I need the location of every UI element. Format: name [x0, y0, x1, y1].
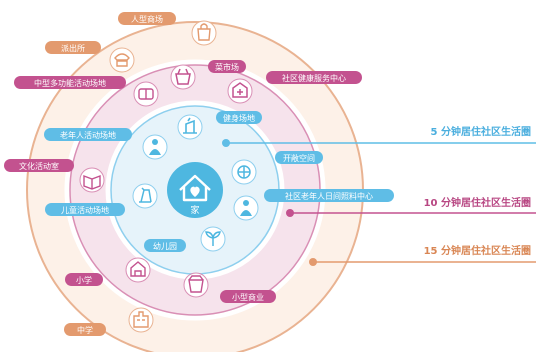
home-center: 家	[167, 162, 223, 218]
ring-5-label: 5 分钟居住社区生活圈	[431, 125, 531, 138]
svg-text:文化活动室: 文化活动室	[19, 161, 59, 171]
sports-ground-icon	[138, 88, 154, 100]
svg-text:菜市场: 菜市场	[215, 62, 239, 72]
svg-text:中型多功能活动场地: 中型多功能活动场地	[34, 78, 106, 88]
house-heart-icon	[179, 174, 211, 202]
svg-text:小学: 小学	[76, 275, 92, 285]
facility-mall: 人型商场	[118, 12, 217, 46]
police-icon	[114, 53, 130, 67]
culture-room-icon	[83, 174, 101, 190]
svg-text:中学: 中学	[77, 325, 93, 335]
facility-shop: 小型商业	[183, 272, 276, 303]
facility-school: 小学	[65, 257, 151, 286]
facility-kindergarten: 幼儿园	[144, 226, 226, 252]
ring-10-leader-dot	[286, 209, 294, 217]
clinic-icon	[232, 82, 248, 98]
ring-15-leader-dot	[309, 258, 317, 266]
facility-culture-room: 文化活动室	[4, 159, 105, 193]
kindergarten-icon	[205, 231, 221, 246]
svg-text:社区老年人日间照料中心: 社区老年人日间照料中心	[285, 191, 373, 201]
market-icon	[175, 68, 191, 85]
facility-middle-school: 中学	[64, 307, 154, 336]
facility-fitness: 健身场地	[177, 111, 262, 140]
facility-police: 派出所	[45, 41, 135, 73]
svg-text:人型商场: 人型商场	[131, 14, 163, 24]
facility-open-space: 开敞空间	[231, 151, 323, 185]
facility-playground: 儿童活动场地	[45, 183, 158, 216]
elderly-activity-icon	[149, 139, 161, 155]
ring-5-leader-dot	[222, 139, 230, 147]
svg-text:小型商业: 小型商业	[232, 292, 264, 302]
shop-icon	[188, 275, 204, 293]
fitness-icon	[183, 117, 197, 134]
ring-10-label: 10 分钟居住社区生活圈	[424, 196, 531, 209]
facility-clinic: 社区健康服务中心	[227, 71, 362, 104]
facility-elderly-activity: 老年人活动场地	[44, 128, 168, 160]
ring-15-label: 15 分钟居住社区生活圈	[424, 244, 531, 257]
svg-text:幼儿园: 幼儿园	[153, 241, 177, 251]
open-space-icon	[237, 165, 251, 179]
svg-text:开敞空间: 开敞空间	[283, 153, 315, 163]
school-icon	[130, 261, 146, 277]
svg-text:老年人活动场地: 老年人活动场地	[60, 130, 116, 140]
facility-market: 菜市场	[170, 60, 246, 90]
playground-icon	[139, 187, 152, 203]
facility-sports-ground: 中型多功能活动场地	[14, 76, 159, 107]
shopping-bag-icon	[197, 23, 211, 41]
svg-text:健身场地: 健身场地	[223, 113, 255, 123]
svg-text:社区健康服务中心: 社区健康服务中心	[282, 73, 346, 83]
svg-text:儿童活动场地: 儿童活动场地	[61, 205, 109, 215]
middle-school-icon	[133, 311, 149, 328]
home-label: 家	[190, 204, 199, 216]
elderly-care-icon	[240, 200, 252, 216]
facility-elderly-care: 社区老年人日间照料中心	[233, 189, 394, 221]
svg-text:派出所: 派出所	[61, 43, 85, 53]
